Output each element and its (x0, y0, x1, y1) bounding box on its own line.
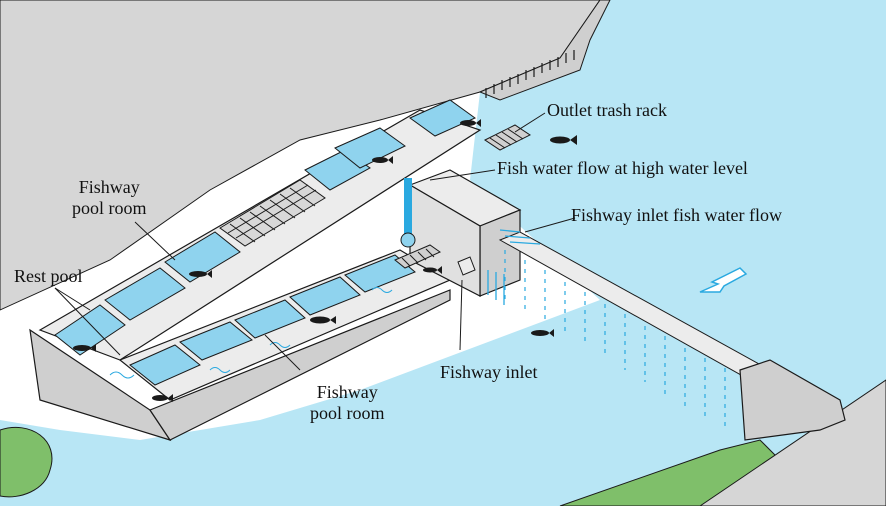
fish-icon (189, 270, 212, 278)
river-bank-upper (478, 0, 611, 101)
fish-icon (550, 135, 577, 145)
fish-icon (73, 344, 96, 352)
lower-pools (129, 254, 416, 386)
fishway-base-front (149, 289, 451, 441)
flow-arrow-icon (699, 267, 748, 293)
label-fishway-pool-room-lower: Fishway pool room (310, 382, 385, 423)
leader-lines (54, 112, 576, 371)
inlet-flow-marks (487, 229, 541, 305)
label-fishway-inlet: Fishway inlet (440, 362, 538, 382)
high-water-flow-column (404, 178, 412, 238)
label-outlet-trash-rack: Outlet trash rack (547, 100, 667, 120)
flow-outlet-icon (400, 232, 416, 248)
label-fish-water-flow-high: Fish water flow at high water level (497, 158, 748, 178)
right-abutment (739, 359, 846, 441)
fish-icon (310, 316, 336, 324)
grass-left (0, 426, 53, 498)
fish-icon (460, 119, 481, 127)
label-rest-pool: Rest pool (14, 266, 83, 286)
fishway-inlet-icon (457, 256, 476, 276)
inlet-rack-icon (394, 244, 442, 269)
fish-icon (152, 394, 173, 402)
stair-rungs (219, 179, 326, 247)
label-fishway-inlet-fish-water-flow: Fishway inlet fish water flow (571, 205, 782, 225)
trash-rack-icon (484, 124, 531, 151)
bank-fence (485, 50, 575, 98)
label-fishway-pool-room-upper: Fishway pool room (72, 177, 147, 218)
fish-icon (531, 329, 554, 337)
fish-icon (372, 156, 393, 164)
upper-pools (54, 99, 476, 356)
fish-icon (423, 266, 442, 274)
